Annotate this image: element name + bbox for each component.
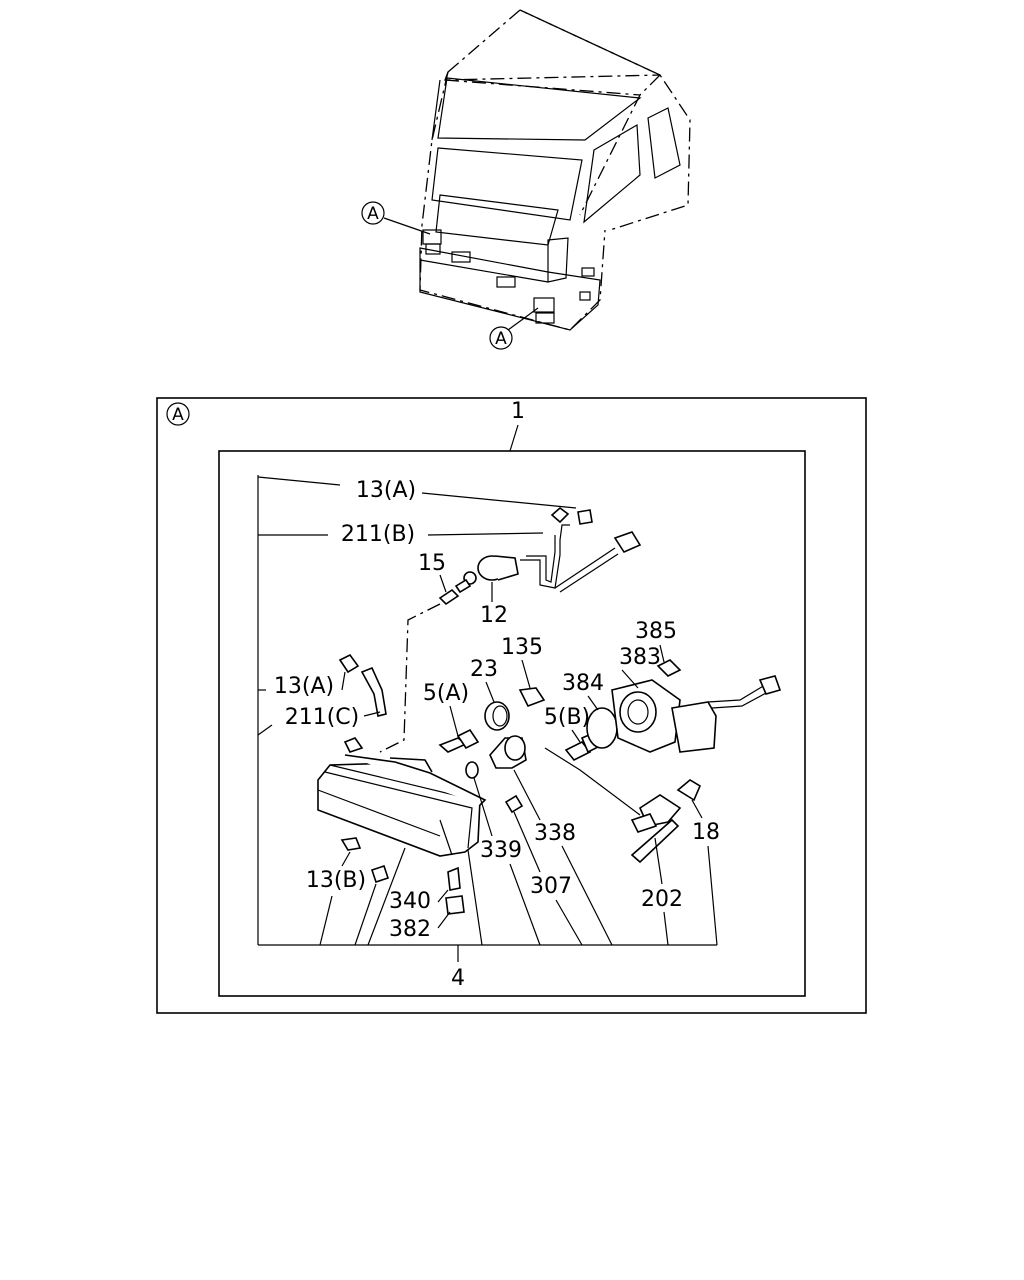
label-15: 15 <box>418 551 446 576</box>
label-135: 135 <box>501 635 543 660</box>
svg-text:A: A <box>367 204 379 224</box>
clip-and-hose <box>338 653 387 717</box>
label-384: 384 <box>562 671 604 696</box>
label-338: 338 <box>534 821 576 846</box>
inner-frame <box>218 450 806 997</box>
harness-211b <box>520 506 642 593</box>
label-202: 202 <box>641 887 683 912</box>
label-211c: 211(C) <box>285 705 360 730</box>
label-4: 4 <box>451 966 465 991</box>
label-5a: 5(A) <box>423 681 469 706</box>
motor-383 <box>611 675 782 753</box>
callout-marker-top: A <box>361 201 385 225</box>
truck-cab-illustration <box>383 9 691 331</box>
label-13a-top: 13(A) <box>356 478 416 503</box>
clip-13b-part <box>340 837 362 851</box>
gasket-384 <box>586 707 618 749</box>
frame-marker: A <box>166 402 190 426</box>
svg-text:A: A <box>172 405 184 425</box>
o-ring-339 <box>465 761 479 779</box>
screw-13b <box>370 864 390 884</box>
bulb-5a <box>438 728 480 753</box>
label-339: 339 <box>480 838 522 863</box>
screw-385 <box>656 659 682 677</box>
grommet-382-part <box>445 895 465 915</box>
label-5b: 5(B) <box>544 705 590 730</box>
label-12: 12 <box>480 603 508 628</box>
bulb-340-part <box>447 866 461 891</box>
label-13b: 13(B) <box>306 868 366 893</box>
label-211b: 211(B) <box>341 522 415 547</box>
bracket-assembly <box>630 779 702 864</box>
outer-frame <box>156 397 867 1014</box>
label-383: 383 <box>619 645 661 670</box>
screw-307 <box>504 794 524 814</box>
label-307: 307 <box>530 874 572 899</box>
label-13a-left: 13(A) <box>274 674 334 699</box>
cover-338 <box>489 735 527 769</box>
ring-23 <box>484 701 510 731</box>
label-385: 385 <box>635 619 677 644</box>
socket-12 <box>463 555 519 585</box>
clip-135 <box>518 687 546 708</box>
callout-marker-bottom: A <box>489 326 513 350</box>
fog-lamp-housing <box>317 737 487 857</box>
label-382: 382 <box>389 917 431 942</box>
label-340: 340 <box>389 889 431 914</box>
label-23: 23 <box>470 657 498 682</box>
label-1: 1 <box>511 399 525 424</box>
svg-text:A: A <box>495 329 507 349</box>
label-18: 18 <box>692 820 720 845</box>
bulb-15 <box>438 578 472 606</box>
